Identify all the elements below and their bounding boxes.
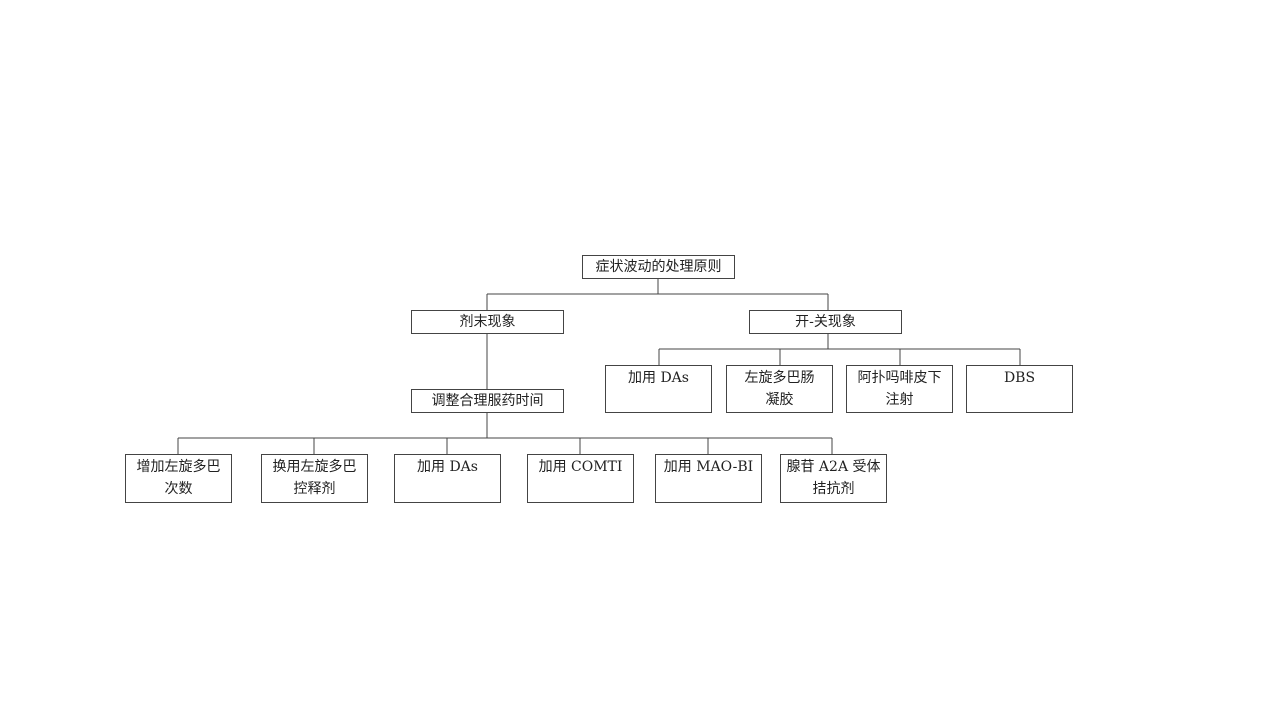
- wearing-off-option-mao-bi: 加用 MAO-BI: [655, 454, 762, 503]
- root-node: 症状波动的处理原则: [582, 255, 735, 279]
- wearing-off-option-comti: 加用 COMTI: [527, 454, 634, 503]
- wearing-off-node: 剂末现象: [411, 310, 564, 334]
- wearing-off-option-increase-frequency: 增加左旋多巴 次数: [125, 454, 232, 503]
- on-off-option-apomorphine: 阿扑吗啡皮下 注射: [846, 365, 953, 413]
- on-off-option-dbs: DBS: [966, 365, 1073, 413]
- on-off-node: 开-关现象: [749, 310, 902, 334]
- wearing-off-option-das: 加用 DAs: [394, 454, 501, 503]
- on-off-option-levodopa-gel: 左旋多巴肠 凝胶: [726, 365, 833, 413]
- on-off-option-das: 加用 DAs: [605, 365, 712, 413]
- adjust-dosing-time-node: 调整合理服药时间: [411, 389, 564, 413]
- wearing-off-option-a2a-antagonist: 腺苷 A2A 受体 拮抗剂: [780, 454, 887, 503]
- wearing-off-option-controlled-release: 换用左旋多巴 控释剂: [261, 454, 368, 503]
